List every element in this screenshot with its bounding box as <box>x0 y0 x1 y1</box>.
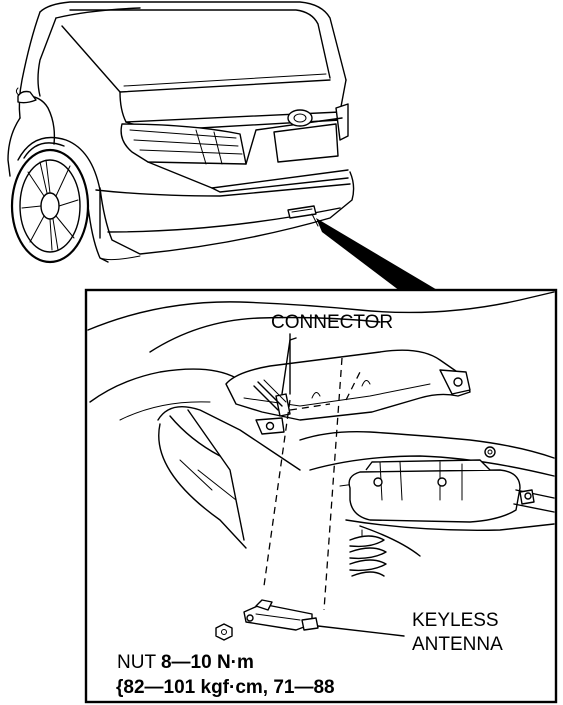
nut-torque-nm: 8—10 N·m <box>161 652 254 673</box>
connector-part <box>253 337 297 417</box>
car-rear-illustration <box>7 1 355 264</box>
nut-part <box>215 623 233 641</box>
muffler <box>345 459 555 557</box>
keyless-antenna-label-line2: ANTENNA <box>412 634 503 655</box>
coil-spring <box>349 529 387 577</box>
antenna-leader <box>317 625 405 637</box>
connector-label: CONNECTOR <box>271 312 393 333</box>
keyless-antenna-label-line1: KEYLESS <box>412 610 499 631</box>
nut-torque-label: NUT 8—10 N·m <box>117 652 254 673</box>
detail-inset <box>84 288 558 704</box>
nut-torque-kgf: {82—101 kgf·cm, 71—88 <box>116 677 335 698</box>
nut-prefix: NUT <box>117 652 161 673</box>
keyless-antenna-part <box>243 599 319 631</box>
callout-pointer <box>311 213 444 294</box>
